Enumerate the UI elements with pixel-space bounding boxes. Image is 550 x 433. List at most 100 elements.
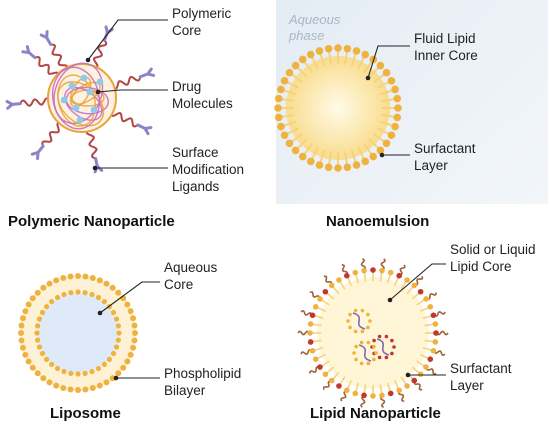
inner-phospholipid-head bbox=[35, 337, 41, 343]
inner-phospholipid-head bbox=[82, 290, 88, 296]
inner-phospholipid-head bbox=[101, 298, 107, 305]
peg-tether bbox=[19, 97, 51, 107]
inner-micelle-head bbox=[372, 357, 376, 362]
title-nanoemulsion: Nanoemulsion bbox=[326, 213, 430, 230]
outer-phospholipid-head bbox=[46, 280, 53, 287]
surfactant-head bbox=[387, 269, 394, 276]
leader-fluid-lipid-core bbox=[367, 45, 410, 79]
outer-phospholipid-head bbox=[53, 382, 60, 389]
label-lipid-core-line1: Solid or Liquid bbox=[450, 242, 536, 257]
surfactant-head bbox=[307, 330, 313, 336]
leader-drug-molecules bbox=[97, 89, 168, 93]
outer-phospholipid-head bbox=[40, 284, 47, 291]
surfactant-tail bbox=[303, 143, 313, 155]
surfactant-head bbox=[352, 390, 359, 397]
surfactant-head bbox=[417, 371, 424, 378]
surfactant-head bbox=[411, 282, 418, 289]
inner-micelle-head bbox=[384, 334, 389, 339]
surfactant-tail bbox=[357, 56, 365, 70]
leader-dot-aqueous-core bbox=[97, 310, 103, 316]
label-lipid-core: Solid or Liquid Lipid Core bbox=[450, 241, 536, 275]
outer-phospholipid-head bbox=[120, 364, 127, 371]
surfactant-head bbox=[423, 364, 429, 370]
outer-phospholipid-head bbox=[40, 375, 47, 382]
surfactant-tail bbox=[328, 151, 333, 165]
surfactant-head bbox=[336, 277, 342, 283]
peg-chain bbox=[380, 258, 386, 271]
surfactant-tail bbox=[286, 81, 300, 89]
peg-chain bbox=[399, 264, 406, 276]
inner-micelle-head bbox=[353, 308, 358, 313]
surfactant-head bbox=[361, 267, 367, 274]
inner-phospholipid-head bbox=[106, 356, 113, 362]
peg-chain bbox=[360, 258, 366, 271]
outer-phospholipid-head bbox=[29, 364, 36, 371]
inner-micelle-head bbox=[360, 308, 365, 313]
surfactant-head bbox=[404, 383, 410, 389]
leader-aqueous-core bbox=[99, 281, 160, 314]
peg-chain bbox=[323, 275, 333, 285]
outer-phospholipid-head bbox=[18, 322, 25, 329]
drug-molecule bbox=[72, 104, 80, 112]
leader-polymeric-core bbox=[87, 19, 168, 61]
outer-phospholipid-head bbox=[34, 370, 41, 377]
inner-micelle-head bbox=[392, 345, 396, 349]
peg-tether bbox=[109, 111, 139, 128]
inner-phospholipid-head bbox=[54, 365, 61, 372]
inner-micelle-head bbox=[348, 312, 352, 317]
peg-tether bbox=[111, 75, 142, 91]
inner-phospholipid-head bbox=[39, 309, 46, 316]
surfactant-head bbox=[352, 269, 359, 276]
inner-micelle-head bbox=[354, 344, 358, 349]
outer-phospholipid-head bbox=[89, 385, 96, 392]
leader-dot-drug-molecules bbox=[95, 89, 101, 95]
ligand-arm bbox=[146, 72, 156, 77]
outer-phospholipid-head bbox=[67, 273, 74, 280]
label-surface-ligands: Surface Modification Ligands bbox=[172, 144, 244, 195]
surfactant-tail bbox=[376, 81, 390, 89]
label-fluid-lipid-core-line1: Fluid Lipid bbox=[414, 31, 476, 46]
peg-chain bbox=[322, 380, 332, 390]
drug-molecule bbox=[76, 116, 84, 124]
surfactant-tail bbox=[350, 53, 357, 67]
outer-phospholipid-head bbox=[130, 315, 137, 322]
outer-phospholipid-head bbox=[75, 273, 81, 279]
surfactant-head bbox=[274, 104, 282, 112]
label-aqueous-core: Aqueous Core bbox=[164, 259, 217, 293]
surfactant-tail bbox=[368, 66, 380, 78]
surfactant-head bbox=[328, 282, 335, 289]
surfactant-head bbox=[298, 55, 307, 64]
peg-chain bbox=[340, 390, 347, 402]
leader-dot-lnp-surfactant bbox=[405, 372, 411, 378]
surfactant-tail bbox=[311, 146, 319, 160]
label-phospholipid-bilayer-line2: Bilayer bbox=[164, 383, 206, 398]
surfactant-head bbox=[361, 392, 367, 399]
label-polymeric-core-line1: Polymeric bbox=[172, 6, 232, 21]
aqueous-core bbox=[38, 293, 118, 373]
inner-micelle-head bbox=[368, 319, 372, 323]
leader-dot-surface-ligands bbox=[92, 165, 98, 171]
outer-phospholipid-head bbox=[82, 273, 89, 280]
outer-phospholipid-head bbox=[25, 301, 32, 308]
surfactant-head bbox=[309, 347, 316, 354]
surfactant-head bbox=[309, 312, 316, 319]
title-liposome: Liposome bbox=[50, 405, 121, 422]
surfactant-tail bbox=[373, 73, 385, 83]
surfactant-head bbox=[315, 161, 324, 169]
outer-phospholipid-head bbox=[22, 351, 29, 358]
surfactant-head bbox=[312, 304, 319, 310]
surfactant-head bbox=[361, 157, 370, 166]
outer-phospholipid-head bbox=[34, 289, 41, 296]
polymeric-nanoparticle-graphic bbox=[5, 25, 156, 174]
surfactant-head bbox=[274, 113, 283, 122]
surfactant-head bbox=[376, 61, 385, 70]
surfactant-head bbox=[277, 85, 285, 94]
nanoemulsion-graphic bbox=[274, 44, 402, 172]
surfactant-head bbox=[370, 393, 376, 399]
surfactant-head bbox=[306, 50, 315, 59]
leader-dot-lipid-core bbox=[387, 297, 393, 303]
drug-molecule bbox=[60, 96, 68, 104]
inner-phospholipid-head bbox=[113, 316, 120, 322]
surfactant-head bbox=[430, 347, 437, 354]
